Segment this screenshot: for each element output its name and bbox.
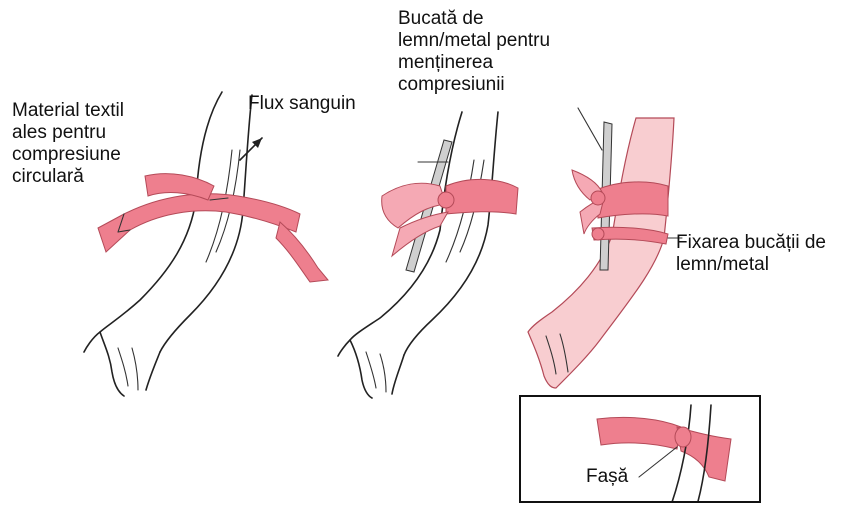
fix-stick-label-line: Fixarea bucății de	[676, 232, 826, 254]
stick-label-line: lemn/metal pentru	[398, 30, 550, 52]
fix-stick-label-line: lemn/metal	[676, 254, 826, 276]
textile-label-line: Material textil	[12, 100, 124, 122]
knot-band-2	[382, 179, 518, 256]
textile-label-line: compresiune	[12, 144, 124, 166]
blood-flow-arrow	[210, 138, 262, 200]
bandage-label: Fașă	[586, 466, 628, 488]
inset-illustration	[521, 397, 761, 503]
stick-label-line: menținerea	[398, 52, 550, 74]
inset-detail	[519, 395, 761, 503]
textile-band	[98, 174, 328, 282]
fix-stick-label: Fixarea bucății de lemn/metal	[676, 232, 826, 276]
stick-label: Bucată de lemn/metal pentru menținerea c…	[398, 8, 550, 96]
blood-flow-label: Flux sanguin	[248, 93, 356, 115]
blood-flow-label-line: Flux sanguin	[248, 93, 356, 115]
bandage-label-line: Fașă	[586, 466, 628, 488]
textile-label-line: ales pentru	[12, 122, 124, 144]
textile-label: Material textil ales pentru compresiune …	[12, 100, 124, 188]
textile-label-line: circulară	[12, 166, 124, 188]
stick-label-line: compresiunii	[398, 74, 550, 96]
stick-label-line: Bucată de	[398, 8, 550, 30]
